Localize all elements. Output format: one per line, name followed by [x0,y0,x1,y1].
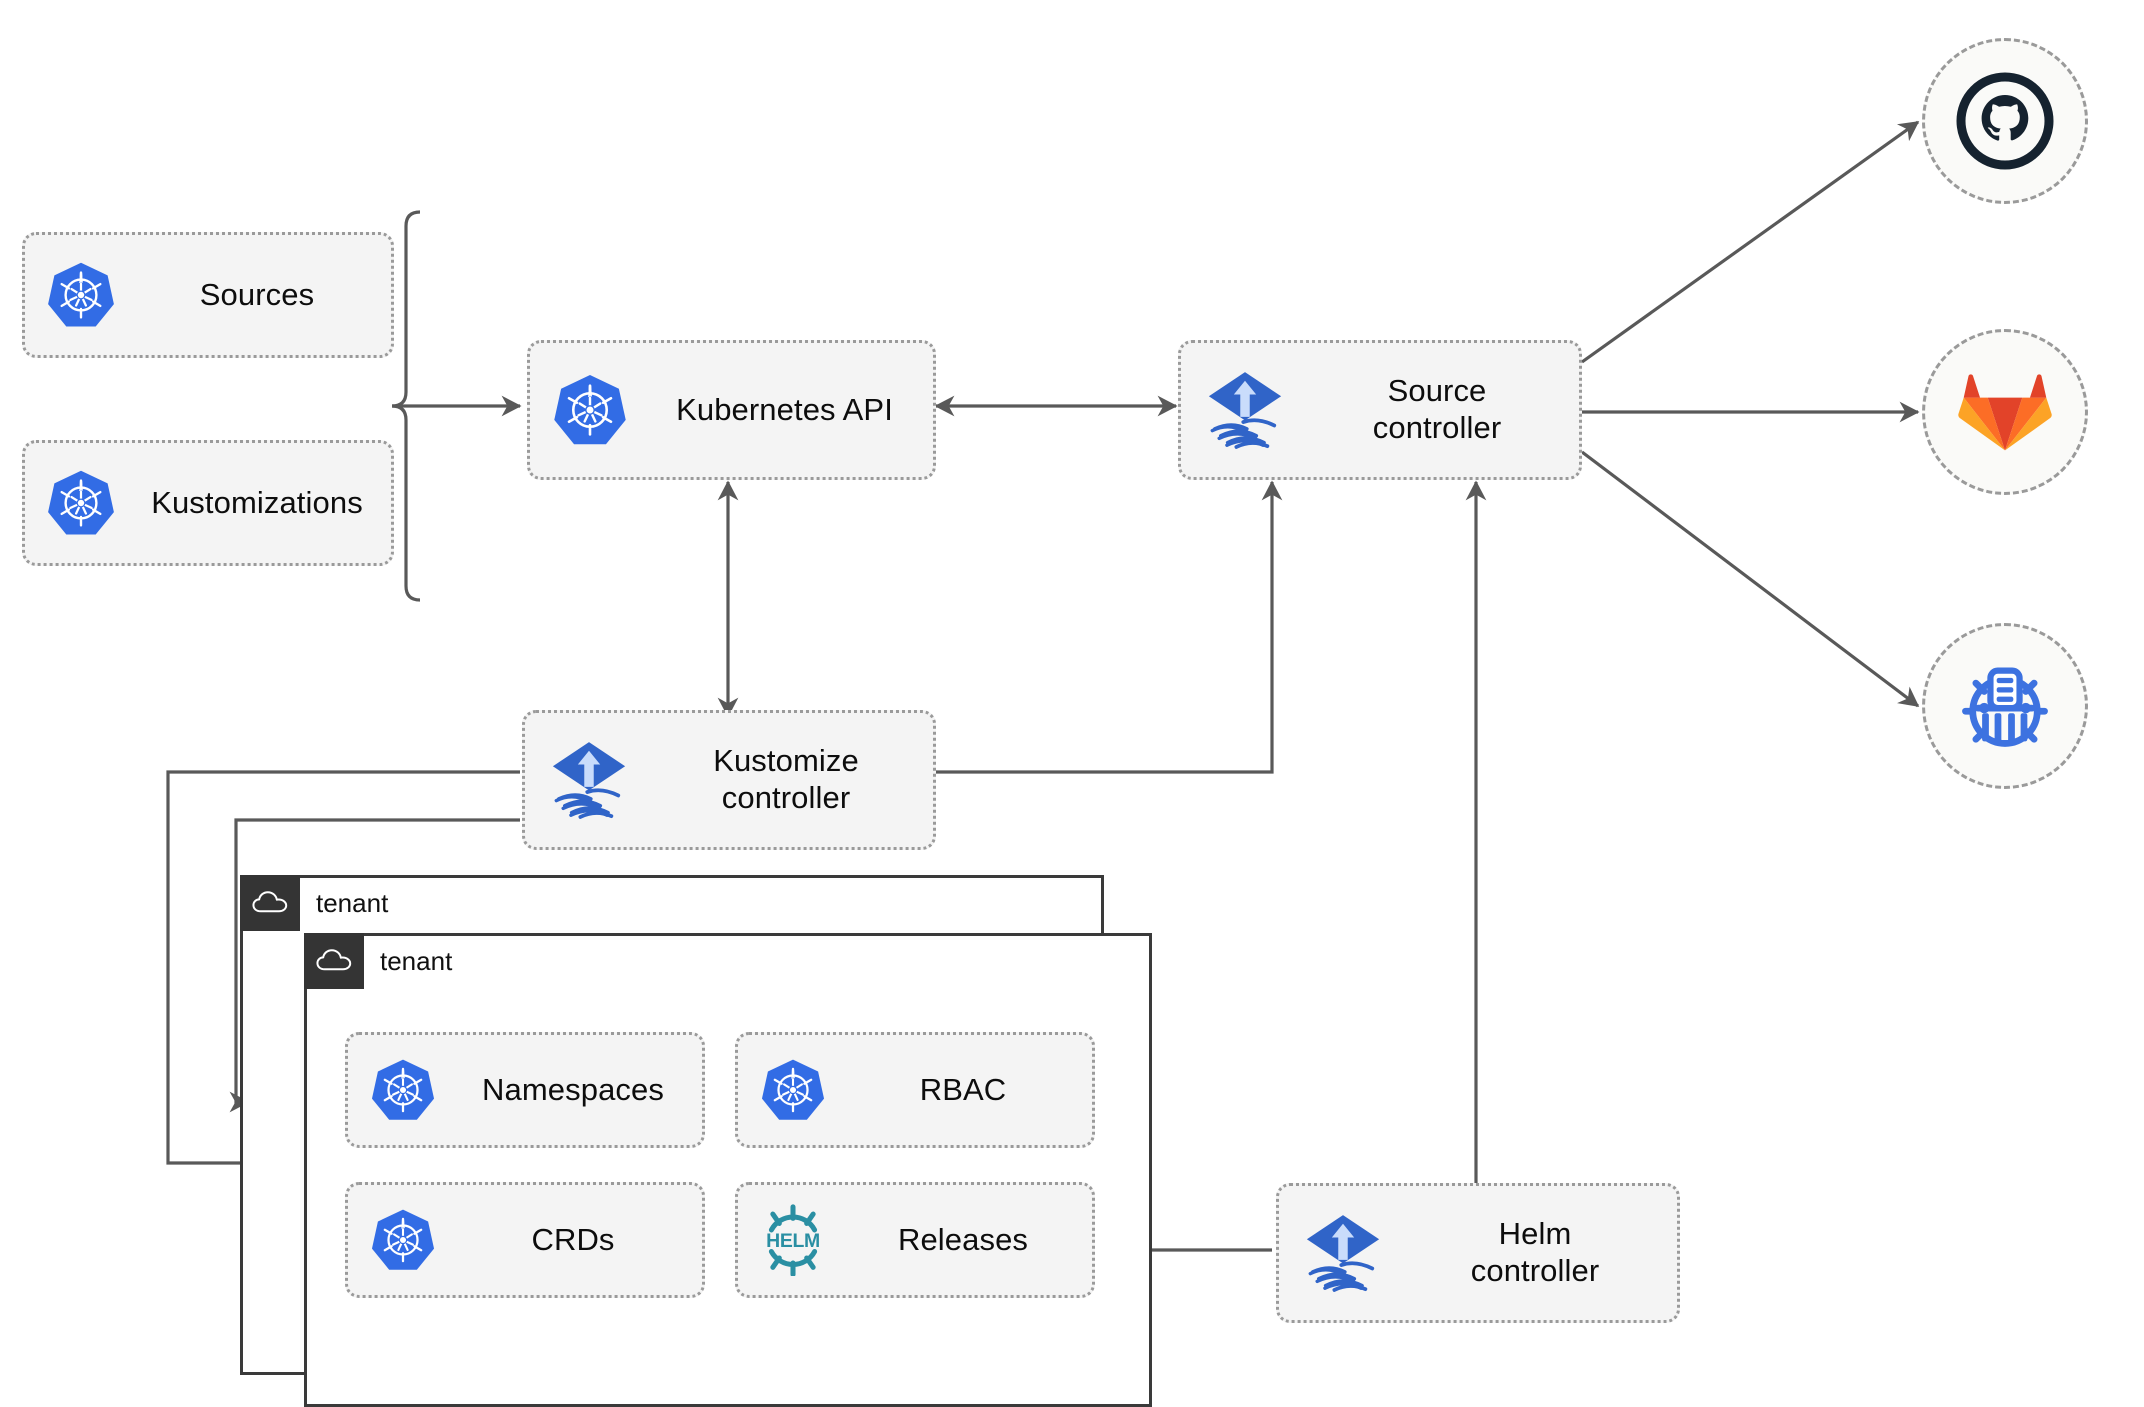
node-label: Kubernetes API [676,391,893,427]
node-sources[interactable]: Sources [22,232,394,358]
edge-source-bucket [1581,450,1920,708]
node-kubernetes-api[interactable]: Kubernetes API [527,340,936,480]
kubernetes-icon [530,372,650,448]
node-label: Sources [199,276,315,312]
tenant-label: tenant [380,945,453,976]
helm-icon [738,1204,848,1276]
node-label: Releases [897,1221,1029,1257]
node-helm-controller[interactable]: Helm controller [1276,1183,1680,1323]
node-label: Kustomize controller [713,743,859,815]
tenant-front[interactable]: tenant Namespaces RBAC CRDs Release [304,933,1152,1407]
kubernetes-icon [348,1207,458,1273]
node-label: Source controller [1372,373,1502,445]
flux-icon [1279,1210,1407,1296]
node-namespaces[interactable]: Namespaces [345,1032,705,1148]
helm-repository-icon [1953,654,2057,758]
tenant-label: tenant [316,887,389,918]
node-label: Kustomizations [151,484,363,520]
tenant-title-bar: tenant [304,933,452,989]
node-rbac[interactable]: RBAC [735,1032,1095,1148]
gitlab-icon [1957,364,2053,460]
edge-kustomize-source [936,480,1283,774]
cloud-icon [304,933,364,989]
edge-source-github [1581,120,1920,364]
flux-icon [525,737,653,823]
flux-icon [1181,367,1309,453]
node-source-controller[interactable]: Source controller [1178,340,1582,480]
external-github[interactable] [1922,38,2088,204]
node-crds[interactable]: CRDs [345,1182,705,1298]
kubernetes-icon [25,468,137,538]
edge-bracket [391,210,421,602]
node-releases[interactable]: Releases [735,1182,1095,1298]
node-kustomizations[interactable]: Kustomizations [22,440,394,566]
kubernetes-icon [738,1057,848,1123]
tenant-title-bar: tenant [240,875,388,931]
node-label: CRDs [531,1221,615,1257]
cloud-icon [240,875,300,931]
github-icon [1955,71,2055,171]
external-chart-repository[interactable] [1922,623,2088,789]
external-gitlab[interactable] [1922,329,2088,495]
node-kustomize-controller[interactable]: Kustomize controller [522,710,936,850]
node-label: Helm controller [1470,1216,1600,1288]
kubernetes-icon [25,260,137,330]
node-label: RBAC [919,1071,1007,1107]
node-label: Namespaces [482,1071,664,1107]
kubernetes-icon [348,1057,458,1123]
